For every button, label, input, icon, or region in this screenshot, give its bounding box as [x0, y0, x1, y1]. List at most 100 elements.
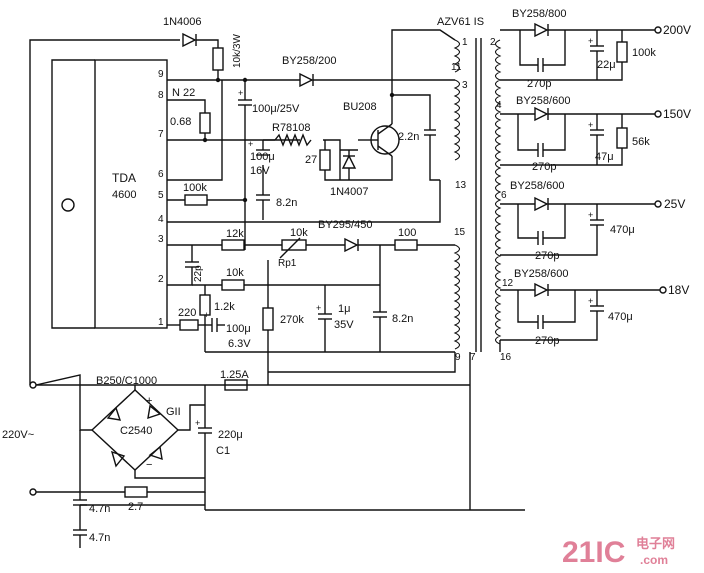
svg-text:+: +: [588, 120, 593, 130]
label-out4-snubber: 270p: [535, 335, 559, 347]
label-22p: 22p: [193, 265, 204, 282]
label-1n4006: 1N4006: [163, 16, 202, 28]
label-fuse: 1.25A: [220, 369, 249, 381]
tx-pin-7: 7: [470, 352, 476, 363]
label-out1-cap: 22μ: [597, 59, 616, 71]
pin-3: 3: [158, 234, 164, 245]
resistor-220: [179, 319, 199, 331]
label-c1: C1: [216, 445, 230, 457]
watermark-brand: 21IC: [562, 536, 625, 569]
label-4-7n-a: 4.7n: [89, 503, 110, 515]
pin-2: 2: [158, 274, 164, 285]
ic-name-line1: TDA: [112, 171, 136, 185]
label-by295-450: BY295/450: [318, 219, 372, 231]
tx-pin-15: 15: [454, 227, 466, 238]
label-out1-diode: BY258/800: [512, 8, 566, 20]
diode-by258-200: [299, 72, 314, 88]
label-bu208: BU208: [343, 101, 377, 113]
resistor-270k: [262, 307, 274, 331]
label-16v: 16V: [250, 165, 270, 177]
svg-text:+: +: [146, 395, 152, 407]
diode-1n4007: [341, 154, 357, 169]
ic-pin1-marker: [61, 198, 75, 212]
label-out1-res: 100k: [632, 47, 656, 59]
svg-text:+: +: [248, 139, 253, 149]
label-out2-voltage: 150V: [663, 107, 691, 121]
pin-7: 7: [158, 129, 164, 140]
resistor-10k-3w: [212, 47, 224, 71]
diode-by295-450: [344, 237, 359, 253]
svg-text:+: +: [195, 418, 200, 428]
tx-pin-16: 16: [500, 352, 512, 363]
ic-name-line2: 4600: [112, 189, 136, 201]
tx-pin-1: 1: [462, 37, 468, 48]
watermark-url: .com: [640, 553, 668, 567]
label-6-3v: 6.3V: [228, 338, 251, 350]
label-n22: N 22: [172, 87, 195, 99]
label-1-2k: 1.2k: [214, 301, 235, 313]
label-10k-3w: 10k/3W: [232, 34, 243, 68]
label-100u-25v: 100μ/25V: [252, 103, 300, 115]
label-12k: 12k: [226, 228, 244, 240]
label-gii: GII: [166, 406, 181, 418]
resistor-100: [394, 239, 418, 251]
pin-4: 4: [158, 214, 164, 225]
label-2-7: 2.7: [128, 501, 143, 513]
label-100u: 100μ: [250, 151, 275, 163]
svg-text:+: +: [588, 36, 593, 46]
resistor-12k: [221, 239, 245, 251]
tx-pin-3: 3: [462, 80, 468, 91]
output-25v: BY258/600 25V 270p + 470μ: [500, 180, 685, 262]
label-8-2n-a: 8.2n: [276, 197, 297, 209]
tx-pin-13: 13: [455, 180, 467, 191]
tx-pin-12: 12: [502, 278, 514, 289]
label-27: 27: [305, 154, 317, 166]
label-35v: 35V: [334, 319, 354, 331]
label-out1-voltage: 200V: [663, 23, 691, 37]
resistor-27: [319, 149, 331, 171]
svg-text:+: +: [204, 310, 209, 320]
label-0-68: 0.68: [170, 116, 191, 128]
label-1n4007: 1N4007: [330, 186, 369, 198]
label-100: 100: [398, 227, 416, 239]
ic-tda4600: TDA 4600 9 8 7 6 5 4 3 2 1: [51, 59, 168, 329]
label-rp1: Rp1: [278, 258, 297, 269]
pin-9: 9: [158, 69, 164, 80]
label-out1-snubber: 270p: [527, 78, 551, 90]
tx-pin-11: 11: [451, 62, 462, 73]
resistor-2-7: [124, 486, 148, 498]
svg-text:−: −: [146, 459, 152, 471]
label-100k: 100k: [183, 182, 207, 194]
output-200v: BY258/800 200V 270p + 22μ 100k: [500, 8, 691, 90]
label-out2-cap: 47μ: [595, 151, 614, 163]
tx-pin-6: 6: [501, 190, 507, 201]
label-out2-res: 56k: [632, 136, 650, 148]
label-out2-diode: BY258/600: [516, 95, 570, 107]
label-1u: 1μ: [338, 303, 350, 315]
label-out3-cap: 470μ: [610, 224, 635, 236]
tx-pin-9: 9: [455, 352, 461, 363]
watermark-21ic: 21IC 电子网 .com: [562, 536, 675, 569]
label-out4-cap: 470μ: [608, 311, 633, 323]
pin-8: 8: [158, 90, 164, 101]
label-out2-snubber: 270p: [532, 161, 556, 173]
svg-text:+: +: [238, 88, 243, 98]
svg-text:+: +: [588, 210, 593, 220]
svg-text:+: +: [316, 303, 321, 313]
watermark-site: 电子网: [636, 536, 675, 551]
resistor-0-68: [199, 112, 211, 134]
pin-5: 5: [158, 190, 164, 201]
resistor-10k: [221, 279, 245, 291]
label-8-2n-b: 8.2n: [392, 313, 413, 325]
pin-6: 6: [158, 169, 164, 180]
label-mains: 220V~: [2, 429, 34, 441]
transistor-bu208: [370, 123, 400, 157]
label-out4-diode: BY258/600: [514, 268, 568, 280]
tx-pin-2: 2: [490, 37, 496, 48]
label-10k-pot: 10k: [290, 227, 308, 239]
label-270k: 270k: [280, 314, 304, 326]
pin-1: 1: [158, 317, 164, 328]
label-b250: B250/C1000: [96, 375, 157, 387]
diode-1n4006: [182, 32, 197, 48]
